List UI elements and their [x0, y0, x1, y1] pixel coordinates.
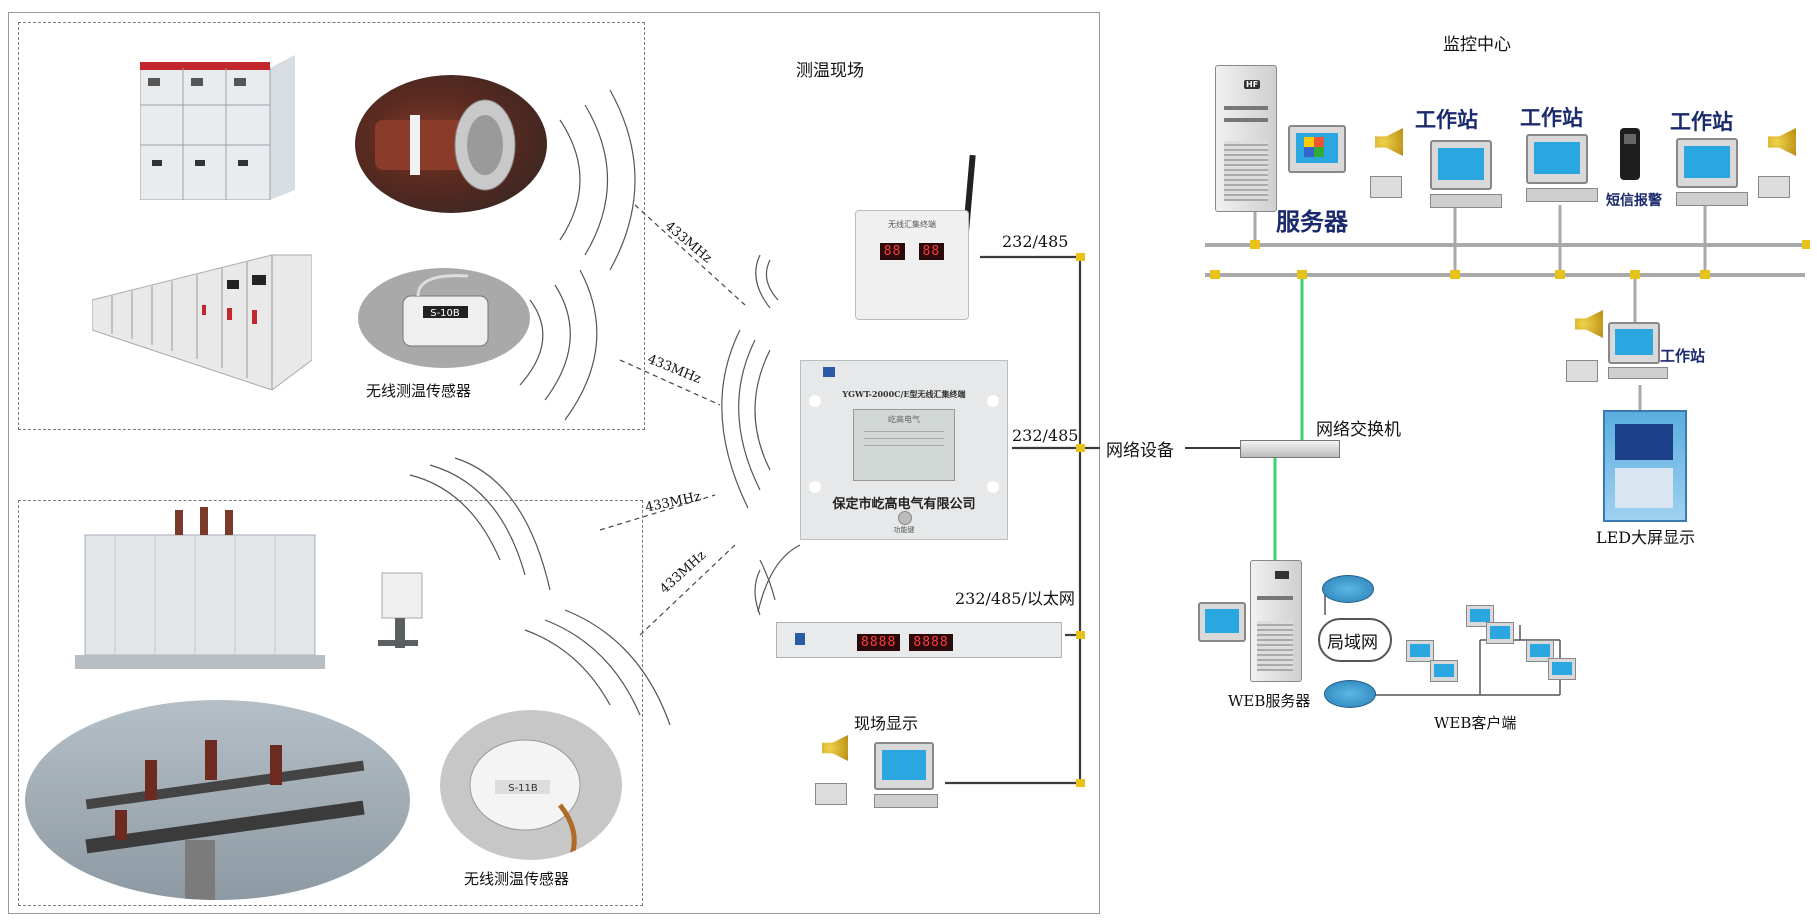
collection-terminal: YGWT-2000C/E型无线汇集终端 屹高电气 保定市屹高电气有限公司 功能键	[800, 360, 1008, 540]
cloud-icon	[1318, 618, 1392, 662]
sensor-label-bottom: 无线测温传感器	[464, 870, 570, 888]
rack-display-unit: 8888 8888	[776, 622, 1062, 658]
switchgear-cabinet-image	[140, 50, 295, 200]
printer-icon	[1566, 360, 1598, 382]
terminal-function-button[interactable]	[898, 511, 912, 525]
web-client-icon	[1486, 622, 1516, 648]
workstation-1-icon	[1430, 140, 1502, 210]
printer-icon	[1370, 176, 1402, 198]
web-client-icon	[1526, 640, 1556, 666]
terminal-button-label: 功能键	[893, 526, 915, 534]
rack-logo-icon	[795, 633, 805, 645]
rack-display: 8888	[909, 634, 953, 651]
field-title: 测温现场	[796, 61, 864, 81]
router-icon	[1322, 575, 1374, 603]
sensor-clip-photo	[340, 555, 460, 665]
control-center-title: 监控中心	[1443, 35, 1511, 55]
web-client-label: WEB客户端	[1434, 714, 1517, 732]
server-monitor-icon	[1288, 125, 1346, 185]
switchgear-row-image	[92, 250, 312, 390]
web-client-icon	[1406, 640, 1436, 666]
web-server-monitor-icon	[1198, 602, 1248, 654]
sms-alarm-label: 短信报警	[1606, 193, 1662, 209]
lan-label: 局域网	[1327, 633, 1378, 653]
pole-line-photo	[25, 700, 410, 900]
sensor-device-photo-bottom: S-11B	[440, 710, 622, 860]
sensor-tag-bottom: S-11B	[508, 783, 538, 794]
wireless-receiver: 无线汇集终端 88 88	[850, 150, 976, 320]
field-display-pc-icon	[874, 742, 944, 812]
terminal-logo-icon	[823, 367, 835, 377]
sensor-device-photo-top: S-10B	[358, 268, 530, 368]
printer-icon	[815, 783, 847, 805]
workstation-3-icon	[1676, 138, 1748, 208]
sensor-label-top: 无线测温传感器	[366, 382, 472, 400]
transformer-group	[18, 500, 643, 906]
web-client-icon	[1466, 605, 1496, 631]
sensor-tag-top: S-10B	[430, 308, 460, 319]
terminal-link-label: 232/485	[1012, 426, 1079, 445]
receiver-display: 88	[879, 243, 906, 260]
network-device-label: 网络设备	[1102, 436, 1178, 461]
web-server-tower-icon	[1250, 560, 1302, 682]
receiver-panel-title: 无线汇集终端	[888, 220, 936, 229]
server-badge: HF	[1244, 80, 1261, 89]
receiver-display: 88	[918, 243, 945, 260]
server-tower-icon: HF	[1215, 65, 1277, 212]
workstation-label: 工作站	[1660, 347, 1706, 365]
receiver-link-label: 232/485	[1002, 232, 1069, 251]
switchgear-group	[18, 22, 645, 430]
workstation-label: 工作站	[1415, 108, 1478, 132]
workstation-label: 工作站	[1670, 110, 1733, 134]
led-big-screen	[1603, 410, 1687, 522]
workstation-label: 工作站	[1520, 106, 1583, 130]
display-unit-link-label: 232/485/以太网	[955, 589, 1075, 608]
printer-icon	[1758, 176, 1790, 198]
web-server-label: WEB服务器	[1228, 692, 1311, 710]
network-switch-label: 网络交换机	[1316, 420, 1401, 440]
field-display-label: 现场显示	[854, 714, 919, 733]
wave-arc	[559, 119, 581, 241]
mobile-phone-icon	[1620, 128, 1640, 180]
network-switch-icon	[1240, 440, 1340, 458]
rack-display: 8888	[857, 634, 901, 651]
web-client-icon	[1548, 658, 1578, 684]
busbar-sensor-photo	[355, 75, 547, 213]
terminal-company-label: 保定市屹高电气有限公司	[832, 497, 976, 512]
router-icon	[1324, 680, 1376, 708]
transformer-image	[75, 505, 325, 675]
server-label: 服务器	[1276, 208, 1348, 236]
workstation-4-icon	[1608, 322, 1668, 384]
terminal-model-label: YGWT-2000C/E型无线汇集终端	[842, 389, 966, 399]
terminal-screen-title: 屹高电气	[888, 415, 920, 424]
terminal-screen: 屹高电气	[853, 409, 955, 481]
sensor-caption-top-plate	[358, 378, 370, 382]
led-screen-label: LED大屏显示	[1596, 528, 1696, 547]
workstation-2-icon	[1526, 134, 1598, 204]
web-client-icon	[1430, 660, 1460, 686]
